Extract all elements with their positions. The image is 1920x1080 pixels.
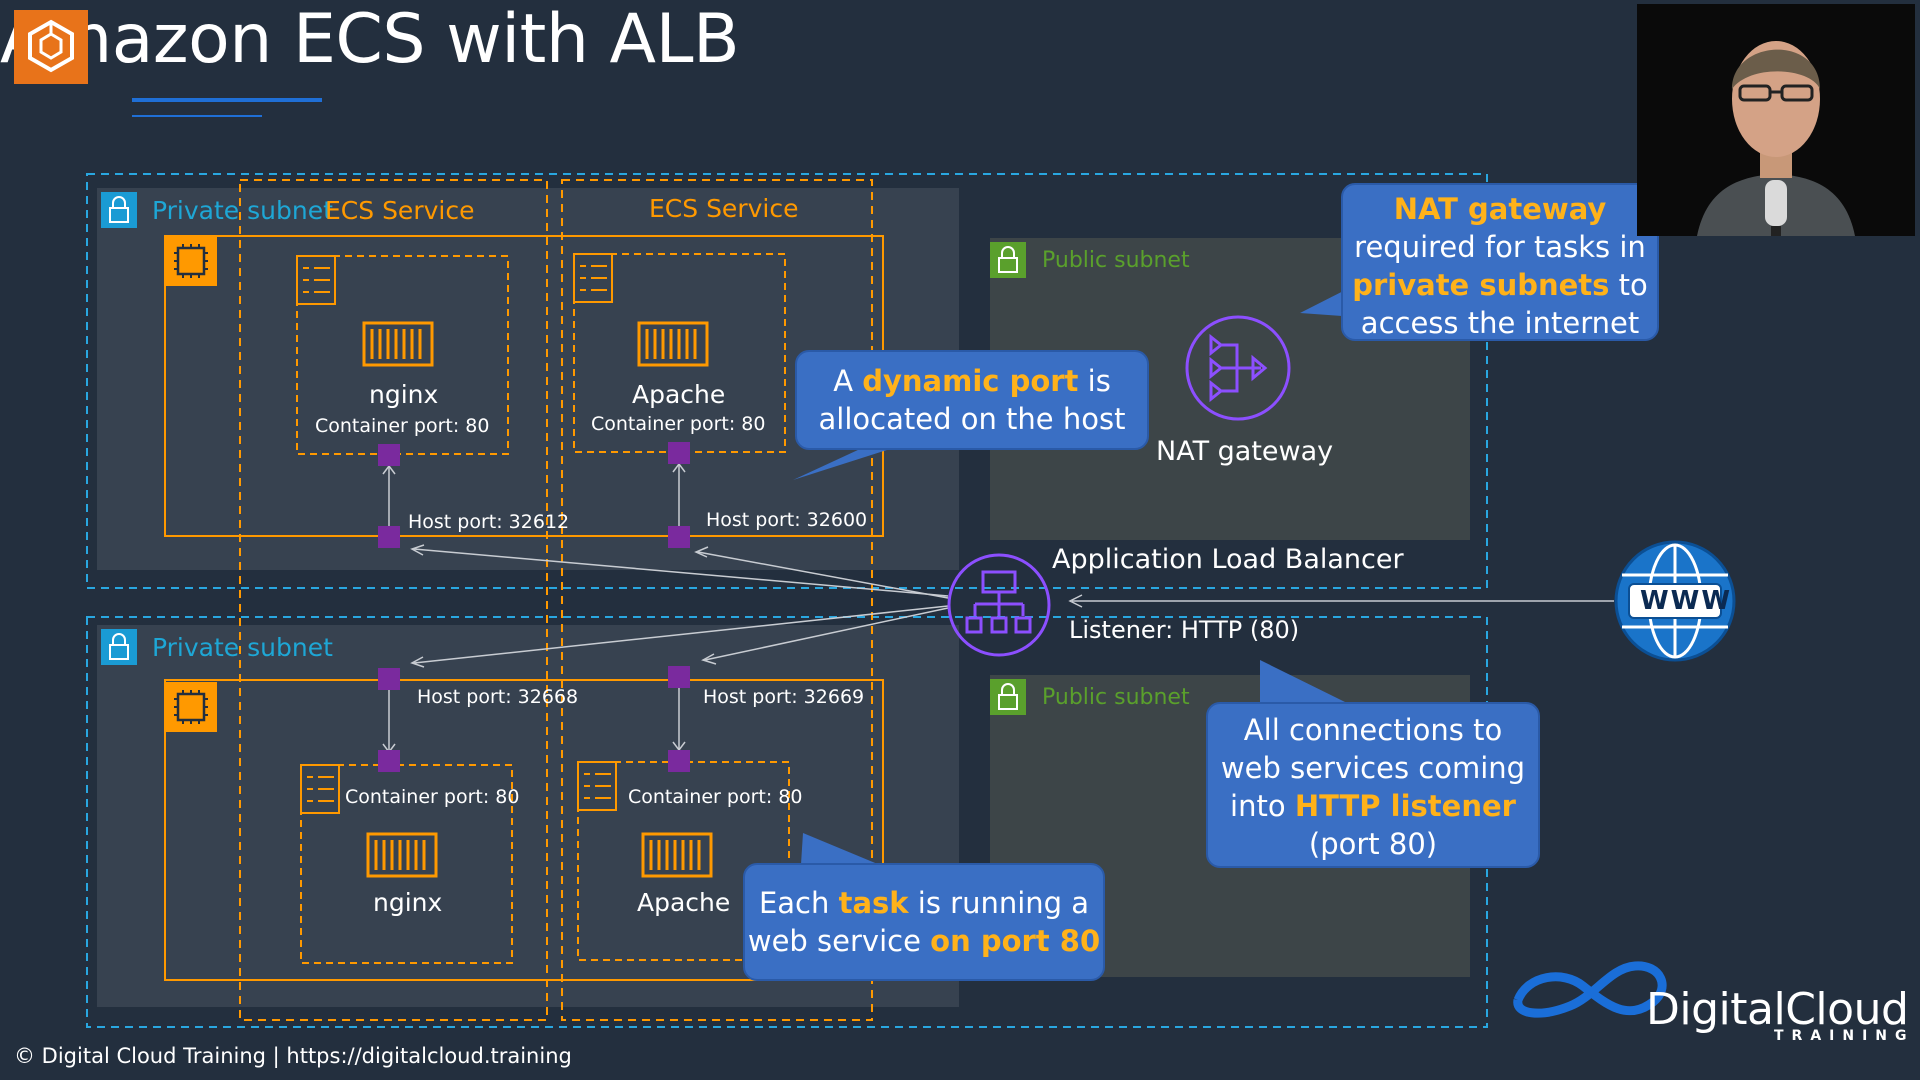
- title-underline-secondary: [132, 115, 262, 117]
- container-icon: [641, 832, 713, 878]
- task-definition-icon: [573, 253, 613, 303]
- task-definition-icon: [300, 764, 340, 814]
- task-port-callout: Each task is running a web service on po…: [743, 863, 1105, 981]
- public-subnet-label-bottom: Public subnet: [1042, 685, 1190, 710]
- private-subnet-label-bottom: Private subnet: [152, 633, 333, 662]
- lock-icon: [101, 192, 137, 228]
- host-port-label: Host port: 32668: [417, 686, 579, 708]
- digitalcloud-logo-icon: [1513, 961, 1667, 1018]
- lock-icon: [101, 629, 137, 665]
- port-marker: [378, 442, 690, 772]
- task-definition-icon: [296, 255, 336, 305]
- container-icon: [362, 321, 434, 367]
- ec2-instance-icon: [165, 682, 217, 732]
- container-icon: [366, 832, 438, 878]
- ecs-service-label-left: ECS Service: [325, 196, 475, 225]
- container-port-label: Container port: 80: [591, 413, 766, 435]
- container-port-label: Container port: 80: [345, 786, 520, 808]
- host-port-label: Host port: 32600: [706, 509, 868, 531]
- task-definition-icon: [577, 761, 617, 811]
- title-underline: [132, 98, 322, 102]
- nat-gateway-icon: [1185, 315, 1291, 421]
- brand-name: DigitalCloud: [1646, 984, 1909, 1035]
- brand-tagline: TRAINING: [1774, 1028, 1915, 1044]
- www-globe-icon: [1614, 540, 1736, 662]
- alb-label: Application Load Balancer: [1052, 544, 1404, 575]
- container-icon: [637, 321, 709, 367]
- lock-icon: [990, 242, 1026, 278]
- host-port-label: Host port: 32669: [703, 686, 865, 708]
- task-name: nginx: [373, 888, 443, 917]
- listener-label: Listener: HTTP (80): [1069, 616, 1300, 644]
- ec2-instance-icon: [165, 236, 217, 286]
- task-name: nginx: [369, 380, 439, 409]
- ecs-service-label-right: ECS Service: [649, 194, 799, 223]
- http-listener-callout: All connections to web services coming i…: [1206, 702, 1540, 868]
- lock-icon: [990, 679, 1026, 715]
- public-subnet-label-top: Public subnet: [1042, 248, 1190, 273]
- private-subnet-label-top: Private subnet: [152, 196, 333, 225]
- page-title: Amazon ECS with ALB: [0, 0, 740, 79]
- alb-icon: [947, 553, 1051, 657]
- presenter-video: [1637, 4, 1915, 236]
- dynamic-port-callout: A dynamic port is allocated on the host: [795, 350, 1149, 450]
- footer-copyright: © Digital Cloud Training | https://digit…: [14, 1044, 572, 1068]
- host-port-label: Host port: 32612: [408, 511, 570, 533]
- container-port-label: Container port: 80: [628, 786, 803, 808]
- task-name: Apache: [632, 380, 726, 409]
- ecs-logo-icon: [14, 10, 88, 84]
- container-port-label: Container port: 80: [315, 415, 490, 437]
- www-label: WWW: [1640, 586, 1733, 616]
- nat-gateway-callout: NAT gateway required for tasks in privat…: [1341, 183, 1659, 341]
- task-name: Apache: [637, 888, 731, 917]
- nat-gateway-label: NAT gateway: [1156, 436, 1334, 467]
